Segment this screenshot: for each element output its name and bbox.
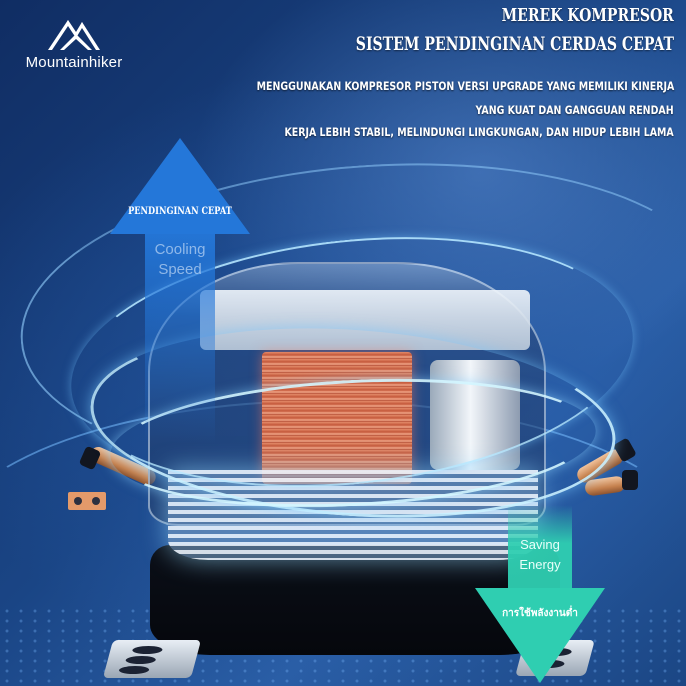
description-line-2: YANG KUAT DAN GANGGUAN RENDAH: [475, 103, 674, 117]
saving-energy-badge: Saving Energy การใช้พลังงานต่ำ: [475, 505, 605, 686]
piston-cylinder: [430, 360, 520, 470]
brand-name: Mountainhiker: [25, 54, 123, 71]
cooling-sublabel: Cooling Speed: [154, 241, 206, 278]
arrow-up-icon: [110, 138, 250, 234]
arrow-up-shaft: [145, 234, 215, 444]
energy-label: การใช้พลังงานต่ำ: [502, 608, 578, 619]
compressor-lower-band: [168, 470, 538, 560]
mounting-foot-left: [102, 640, 202, 678]
description-line-1: MENGGUNAKAN KOMPRESOR PISTON VERSI UPGRA…: [256, 79, 674, 93]
mountain-peaks-icon: [48, 20, 100, 50]
arrow-down-shaft: [508, 505, 572, 590]
right-pipe-lower-cap: [622, 470, 638, 490]
cooling-label: PENDINGINAN CEPAT: [128, 206, 232, 217]
arrow-down-icon: [475, 588, 605, 683]
energy-sublabel: Saving Energy: [519, 537, 561, 572]
description-line-3: KERJA LEBIH STABIL, MELINDUNGI LINGKUNGA…: [284, 125, 674, 139]
copper-coil: [262, 352, 412, 484]
headline-system: SISTEM PENDINGINAN CERDAS CEPAT: [355, 33, 674, 55]
terminal-plate: [68, 492, 106, 510]
headline-brand: MEREK KOMPRESOR: [501, 5, 674, 26]
brand-logo: Mountainhiker: [14, 12, 134, 71]
cooling-speed-badge: PENDINGINAN CEPAT Cooling Speed: [110, 138, 250, 444]
compressor-top-assembly: [200, 290, 530, 350]
